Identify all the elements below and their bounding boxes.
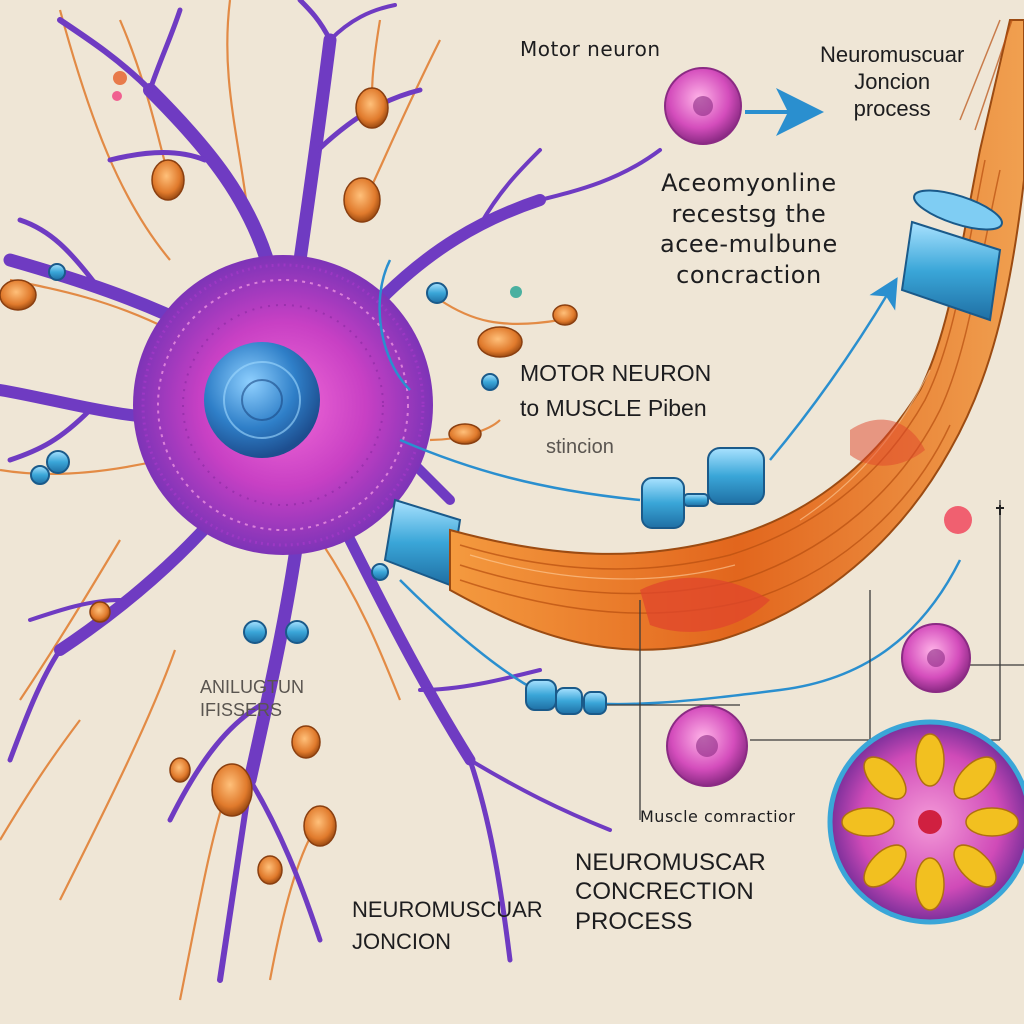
label-nm-junction-bottom: NEUROMUSCUAR JONCION [352,897,543,954]
label-fibers-faded: ANILUGTUN IFISSERS [200,677,305,721]
muscle-cross-section [827,719,1024,925]
decorative-dots [112,71,972,534]
label-motor-neuron-to-muscle: MOTOR NEURON to MUSCLE Piben [520,360,712,421]
label-junction-faded: stincion [546,436,614,458]
label-acetylcholine: Aceomyonline recestsg the acee-mulbune c… [660,169,838,290]
myelin-sheath-left [383,498,462,587]
myelin-sheath-top [900,189,1003,322]
pink-cell-top [664,67,742,145]
pink-cell-bottom [666,705,748,787]
synaptic-beads [30,263,765,715]
label-nmj-process-top: Neuromuscuar Joncion process [820,42,965,121]
label-motor-neuron-top: Motor neuron [520,37,661,61]
label-nm-concrection-process: NEUROMUSCAR CONCRECTION PROCESS [575,849,766,935]
edge-ticks [996,505,1004,515]
pink-cell-middle [901,623,971,693]
label-muscle-contraction: Muscle comractior [640,807,796,826]
neuron-nucleus [204,342,320,458]
signal-lines [378,88,962,706]
orange-terminal-cells [0,87,578,885]
